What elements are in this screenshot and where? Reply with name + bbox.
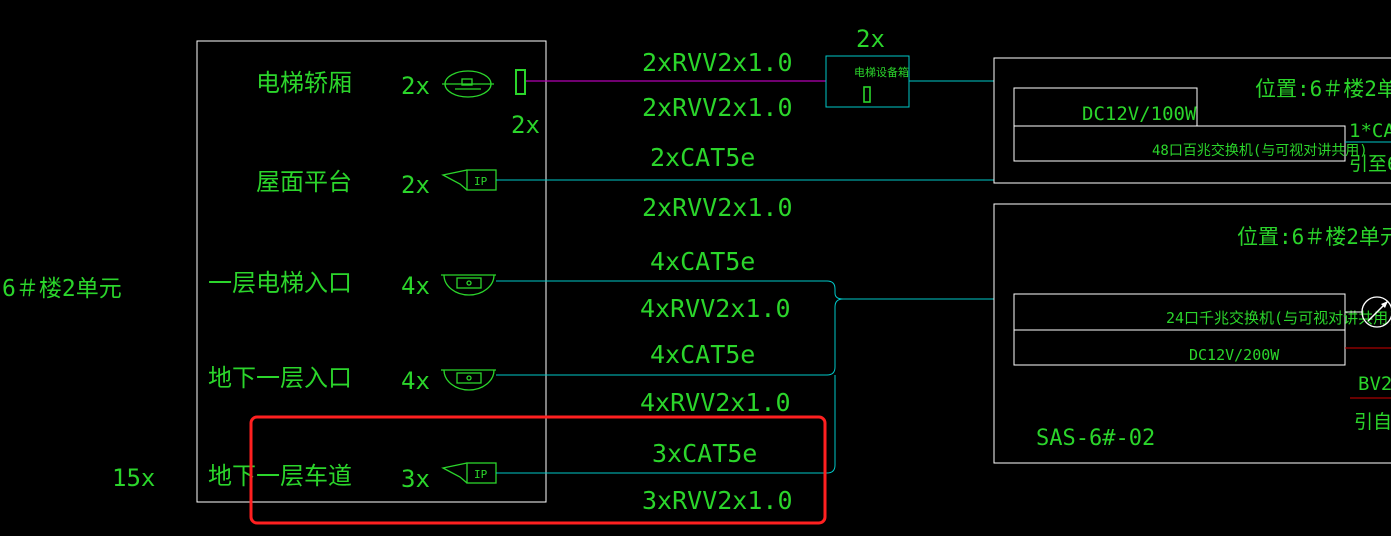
device-location-basement-lane: 地下一层车道 xyxy=(208,462,352,490)
elevator-equipment-box xyxy=(825,55,910,108)
cable-roof-upper: 2xCAT5e xyxy=(650,143,755,172)
device-location-elevator-car: 电梯轿厢 xyxy=(256,69,352,97)
cable-elevator-upper: 2xRVV2x1.0 xyxy=(642,48,793,77)
cable-roof-lower: 2xRVV2x1.0 xyxy=(642,193,793,222)
cable-basement-entry-lower: 4xRVV2x1.0 xyxy=(640,388,791,417)
meter-gauge-icon xyxy=(1361,296,1391,328)
top-panel-uplink-cable: 1*CAT xyxy=(1349,120,1391,142)
unit-label: 6＃楼2单元 xyxy=(2,276,122,302)
ground-elevator-cable-line xyxy=(496,280,844,300)
cable-basement-lane-lower: 3xRVV2x1.0 xyxy=(642,486,793,515)
elevator-box-connector-icon xyxy=(863,86,871,103)
top-panel-uplink-note: 引至6＃ xyxy=(1349,153,1391,175)
elevator-box-label: 电梯设备箱 xyxy=(854,65,909,79)
bottom-panel-cable: BV2x xyxy=(1358,373,1391,395)
highlight-box xyxy=(249,415,827,525)
cable-ground-elevator-lower: 4xRVV2x1.0 xyxy=(640,294,791,323)
svg-text:IP: IP xyxy=(474,468,488,481)
basement-entry-cable-line xyxy=(496,298,844,376)
elevator-connector-icon xyxy=(515,69,526,95)
device-count-basement-entry: 4x xyxy=(401,367,430,395)
top-panel-location: 位置:6＃楼2单元24F楼 xyxy=(1255,77,1391,101)
elevator-connector-count: 2x xyxy=(511,111,540,139)
basement-lane-cable-line xyxy=(496,375,836,474)
total-count: 15x xyxy=(112,464,155,492)
dome-camera-icon xyxy=(441,369,496,391)
cable-basement-entry-upper: 4xCAT5e xyxy=(650,340,755,369)
device-count-roof: 2x xyxy=(401,171,430,199)
top-distribution-panel xyxy=(993,57,1391,184)
bottom-panel-power-box xyxy=(1013,329,1346,366)
device-count-ground-elevator: 4x xyxy=(401,272,430,300)
svg-text:IP: IP xyxy=(474,175,488,188)
device-count-elevator-car: 2x xyxy=(401,72,430,100)
top-panel-power: DC12V/100W xyxy=(1082,103,1197,125)
ip-camera-icon: IP xyxy=(441,169,497,191)
top-panel-switch-box xyxy=(1013,125,1346,162)
bottom-panel-switch: 24口千兆交换机(与可视对讲共用) xyxy=(1166,309,1391,327)
bottom-panel-location: 位置:6＃楼2单元地下一层弱 xyxy=(1237,225,1391,249)
bottom-distribution-panel xyxy=(993,203,1391,464)
device-location-roof: 屋面平台 xyxy=(256,168,352,196)
bottom-panel-power: DC12V/200W xyxy=(1189,346,1280,364)
device-count-basement-lane: 3x xyxy=(401,465,430,493)
dome-camera-icon xyxy=(441,274,496,296)
ip-camera-icon: IP xyxy=(441,462,497,484)
camera-location-frame xyxy=(196,40,547,503)
bottom-panel-note: 引自地下 xyxy=(1354,411,1391,433)
cable-ground-elevator-upper: 4xCAT5e xyxy=(650,247,755,276)
elevator-camera-icon xyxy=(442,70,494,98)
device-location-basement-entry: 地下一层入口 xyxy=(208,364,352,392)
cable-basement-lane-upper: 3xCAT5e xyxy=(652,439,757,468)
top-panel-switch: 48口百兆交换机(与可视对讲共用) xyxy=(1152,142,1368,159)
elevator-box-count: 2x xyxy=(856,25,885,53)
device-location-ground-elevator: 一层电梯入口 xyxy=(208,269,352,297)
cable-elevator-lower: 2xRVV2x1.0 xyxy=(642,93,793,122)
bottom-panel-id: SAS-6#-02 xyxy=(1036,426,1155,451)
